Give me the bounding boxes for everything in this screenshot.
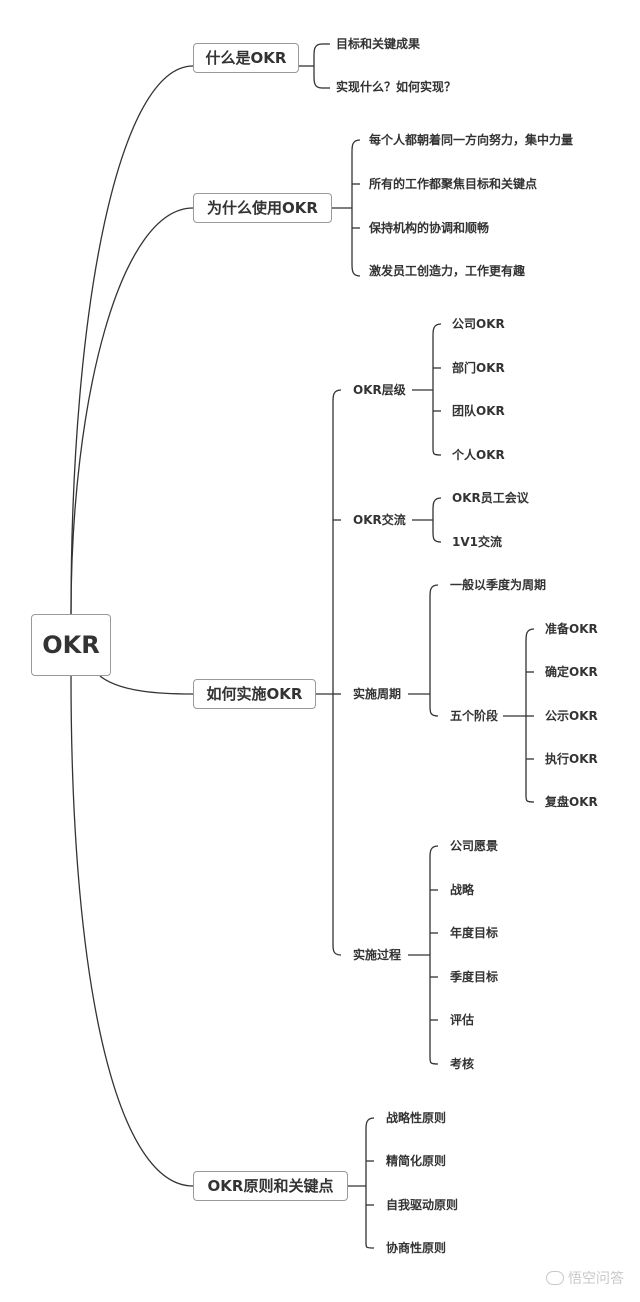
comm-item-0[interactable]: OKR员工会议 [452, 491, 529, 505]
process-item-4[interactable]: 评估 [450, 1013, 475, 1027]
what-item-1[interactable]: 实现什么？如何实现？ [336, 80, 457, 94]
levels-item-0[interactable]: 公司OKR [452, 317, 505, 331]
principle-item-2[interactable]: 自我驱动原则 [386, 1198, 459, 1212]
principle-item-3[interactable]: 协商性原则 [386, 1241, 447, 1255]
chat-bubble-icon [546, 1271, 564, 1285]
how-process-label[interactable]: 实施过程 [353, 948, 402, 962]
what-item-0[interactable]: 目标和关键成果 [336, 37, 421, 51]
levels-item-2[interactable]: 团队OKR [452, 404, 505, 418]
how-comm-label[interactable]: OKR交流 [353, 513, 406, 527]
principle-item-0[interactable]: 战略性原则 [386, 1111, 447, 1125]
process-item-5[interactable]: 考核 [450, 1057, 475, 1071]
why-item-0[interactable]: 每个人都朝着同一方向努力，集中力量 [369, 133, 574, 147]
stage-item-0[interactable]: 准备OKR [545, 622, 598, 636]
levels-item-1[interactable]: 部门OKR [452, 361, 505, 375]
levels-item-3[interactable]: 个人OKR [452, 448, 505, 462]
branch-what-is-okr[interactable]: 什么是OKR [193, 43, 299, 73]
how-cycle-label[interactable]: 实施周期 [353, 687, 402, 701]
cycle-first[interactable]: 一般以季度为周期 [450, 578, 547, 592]
root-node[interactable]: OKR [31, 614, 111, 676]
process-item-3[interactable]: 季度目标 [450, 970, 499, 984]
why-item-2[interactable]: 保持机构的协调和顺畅 [369, 221, 490, 235]
principle-item-1[interactable]: 精简化原则 [386, 1154, 447, 1168]
stage-item-3[interactable]: 执行OKR [545, 752, 598, 766]
why-item-3[interactable]: 激发员工创造力，工作更有趣 [369, 264, 526, 278]
cycle-stages-label[interactable]: 五个阶段 [450, 709, 499, 723]
comm-item-1[interactable]: 1V1交流 [452, 535, 502, 549]
process-item-0[interactable]: 公司愿景 [450, 839, 499, 853]
branch-principles[interactable]: OKR原则和关键点 [193, 1171, 348, 1201]
process-item-1[interactable]: 战略 [450, 883, 475, 897]
watermark: 悟空问答 [546, 1268, 624, 1288]
stage-item-2[interactable]: 公示OKR [545, 709, 598, 723]
stage-item-1[interactable]: 确定OKR [545, 665, 598, 679]
branch-how-okr[interactable]: 如何实施OKR [193, 679, 316, 709]
process-item-2[interactable]: 年度目标 [450, 926, 499, 940]
why-item-1[interactable]: 所有的工作都聚焦目标和关键点 [369, 177, 538, 191]
watermark-text: 悟空问答 [568, 1271, 624, 1287]
stage-item-4[interactable]: 复盘OKR [545, 795, 598, 809]
branch-why-okr[interactable]: 为什么使用OKR [193, 193, 332, 223]
how-levels-label[interactable]: OKR层级 [353, 383, 406, 397]
